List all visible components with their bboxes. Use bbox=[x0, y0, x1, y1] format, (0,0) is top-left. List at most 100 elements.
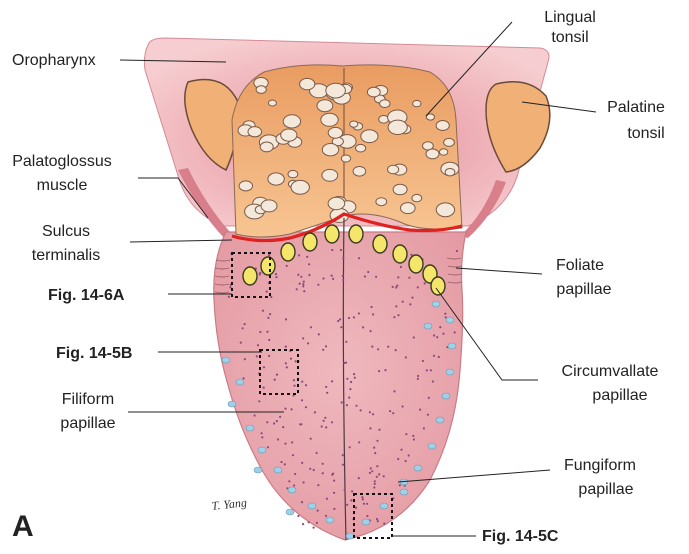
filiform-dot bbox=[285, 318, 287, 320]
fungiform-dot bbox=[246, 425, 254, 431]
lingual-nodule bbox=[341, 155, 350, 162]
filiform-dot bbox=[360, 409, 362, 411]
filiform-dot bbox=[286, 265, 288, 267]
filiform-dot bbox=[305, 406, 307, 408]
lingual-nodule bbox=[376, 198, 387, 206]
fungiform-dot bbox=[228, 401, 236, 407]
label-fig-14-6a: Fig. 14-6A bbox=[48, 287, 125, 304]
filiform-dot bbox=[428, 397, 430, 399]
filiform-dot bbox=[405, 460, 407, 462]
filiform-dot bbox=[395, 305, 397, 307]
filiform-dot bbox=[297, 274, 299, 276]
filiform-dot bbox=[371, 346, 373, 348]
fungiform-dot bbox=[446, 369, 454, 375]
fungiform-dot bbox=[448, 343, 456, 349]
filiform-dot bbox=[318, 333, 320, 335]
filiform-dot bbox=[369, 427, 371, 429]
filiform-dot bbox=[322, 472, 324, 474]
filiform-dot bbox=[331, 421, 333, 423]
filiform-dot bbox=[370, 467, 372, 469]
filiform-dot bbox=[290, 358, 292, 360]
filiform-dot bbox=[302, 337, 304, 339]
fungiform-dot bbox=[414, 465, 422, 471]
label-palatoglossus-line2: muscle bbox=[37, 177, 88, 194]
filiform-dot bbox=[354, 377, 356, 379]
filiform-dot bbox=[317, 284, 319, 286]
filiform-dot bbox=[332, 473, 334, 475]
filiform-dot bbox=[340, 249, 342, 251]
filiform-dot bbox=[259, 331, 261, 333]
filiform-dot bbox=[308, 521, 310, 523]
filiform-dot bbox=[402, 405, 404, 407]
filiform-dot bbox=[413, 336, 415, 338]
filiform-dot bbox=[322, 277, 324, 279]
fungiform-dot bbox=[274, 467, 282, 473]
filiform-dot bbox=[395, 286, 397, 288]
filiform-dot bbox=[302, 283, 304, 285]
fungiform-dot bbox=[362, 519, 370, 525]
filiform-dot bbox=[322, 349, 324, 351]
lingual-nodule bbox=[412, 194, 422, 201]
filiform-dot bbox=[325, 386, 327, 388]
filiform-dot bbox=[433, 334, 435, 336]
filiform-dot bbox=[346, 378, 348, 380]
label-fig-14-5c: Fig. 14-5C bbox=[482, 528, 559, 545]
label-filiform-line2: papillae bbox=[60, 415, 115, 432]
filiform-dot bbox=[408, 454, 410, 456]
filiform-dot bbox=[266, 291, 268, 293]
filiform-dot bbox=[346, 504, 348, 506]
filiform-dot bbox=[376, 476, 378, 478]
circumvallate-papilla bbox=[303, 233, 317, 251]
filiform-dot bbox=[292, 454, 294, 456]
filiform-dot bbox=[444, 313, 446, 315]
filiform-dot bbox=[242, 327, 244, 329]
label-sulcus-line2: terminalis bbox=[32, 247, 100, 264]
filiform-dot bbox=[314, 411, 316, 413]
lingual-nodule bbox=[356, 144, 366, 152]
filiform-dot bbox=[333, 508, 335, 510]
filiform-dot bbox=[333, 480, 335, 482]
filiform-dot bbox=[345, 341, 347, 343]
filiform-dot bbox=[293, 379, 295, 381]
circumvallate-papilla bbox=[325, 225, 339, 243]
filiform-dot bbox=[363, 503, 365, 505]
filiform-dot bbox=[339, 318, 341, 320]
filiform-dot bbox=[364, 275, 366, 277]
circumvallate-papilla bbox=[409, 255, 423, 273]
lingual-nodule bbox=[436, 203, 454, 217]
filiform-dot bbox=[436, 336, 438, 338]
fungiform-dot bbox=[326, 517, 334, 523]
lingual-nodule bbox=[248, 127, 262, 137]
filiform-dot bbox=[370, 330, 372, 332]
filiform-dot bbox=[317, 510, 319, 512]
filiform-dot bbox=[353, 373, 355, 375]
filiform-dot bbox=[331, 249, 333, 251]
filiform-dot bbox=[409, 303, 411, 305]
lingual-nodule bbox=[350, 121, 358, 127]
filiform-dot bbox=[326, 392, 328, 394]
lingual-nodule bbox=[288, 170, 298, 177]
filiform-dot bbox=[274, 379, 276, 381]
filiform-dot bbox=[301, 399, 303, 401]
filiform-dot bbox=[399, 484, 401, 486]
filiform-dot bbox=[439, 326, 441, 328]
filiform-dot bbox=[322, 463, 324, 465]
filiform-dot bbox=[343, 362, 345, 364]
filiform-dot bbox=[405, 433, 407, 435]
filiform-dot bbox=[243, 377, 245, 379]
filiform-dot bbox=[374, 483, 376, 485]
filiform-dot bbox=[392, 412, 394, 414]
filiform-dot bbox=[433, 355, 435, 357]
filiform-dot bbox=[387, 346, 389, 348]
label-lingual-tonsil-line2: tonsil bbox=[551, 29, 588, 46]
panel-letter: A bbox=[12, 510, 34, 543]
filiform-dot bbox=[257, 344, 259, 346]
filiform-dot bbox=[240, 342, 242, 344]
filiform-dot bbox=[377, 520, 379, 522]
filiform-dot bbox=[313, 469, 315, 471]
filiform-dot bbox=[284, 408, 286, 410]
filiform-dot bbox=[291, 441, 293, 443]
leader-foliate bbox=[456, 268, 542, 274]
label-foliate-line2: papillae bbox=[556, 281, 611, 298]
filiform-dot bbox=[395, 349, 397, 351]
